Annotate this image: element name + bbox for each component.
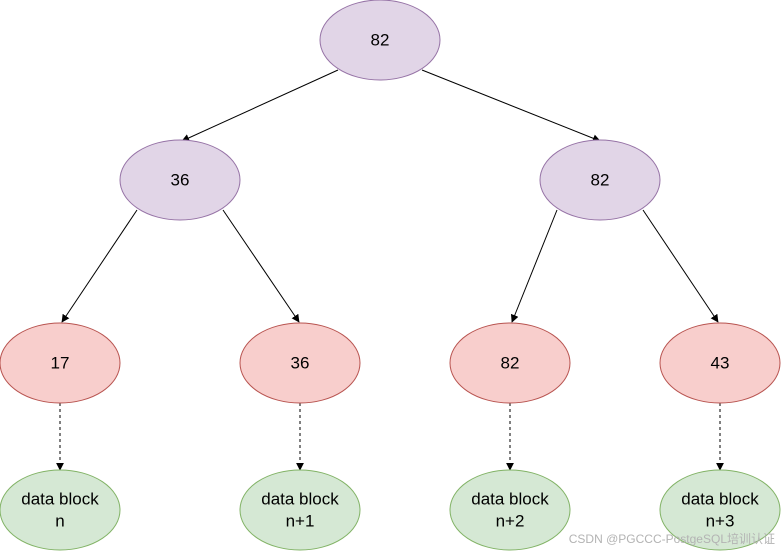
edge-root-to-left xyxy=(181,69,339,142)
watermark-text: CSDN @PGCCC-PostgeSQL培训认证 xyxy=(568,532,775,546)
edge-left-to-leaf-2 xyxy=(222,209,300,323)
edge-right-to-leaf-3 xyxy=(510,209,558,323)
leaf-node-1: 17 xyxy=(0,322,121,404)
data-block-3: data block n+2 xyxy=(449,469,571,551)
root-node: 82 xyxy=(319,0,441,81)
leaf-node-3-label: 82 xyxy=(501,354,520,373)
data-block-4: data block n+3 xyxy=(659,469,781,551)
data-block-1-line1: data block xyxy=(21,490,99,509)
data-block-2-line2: n+1 xyxy=(286,512,315,531)
leaf-node-3: 82 xyxy=(449,322,571,404)
edge-root-to-right xyxy=(421,69,601,143)
leaf-node-1-label: 17 xyxy=(51,354,70,373)
internal-node-right-label: 82 xyxy=(591,171,610,190)
leaf-node-4-label: 43 xyxy=(711,354,730,373)
internal-node-right: 82 xyxy=(539,139,661,221)
root-node-label: 82 xyxy=(371,31,390,50)
data-block-2-line1: data block xyxy=(261,490,339,509)
data-block-3-line1: data block xyxy=(471,490,549,509)
edge-right-to-leaf-4 xyxy=(642,209,719,323)
leaf-node-2-label: 36 xyxy=(291,354,310,373)
internal-node-left: 36 xyxy=(119,139,241,221)
data-block-1-line2: n xyxy=(55,512,64,531)
data-block-3-line2: n+2 xyxy=(496,512,525,531)
edge-left-to-leaf-1 xyxy=(61,209,138,323)
leaf-node-4: 43 xyxy=(659,322,781,404)
data-block-4-line2: n+3 xyxy=(706,512,735,531)
data-block-2: data block n+1 xyxy=(239,469,361,551)
data-block-4-line1: data block xyxy=(681,490,759,509)
data-block-1: data block n xyxy=(0,469,121,551)
internal-node-left-label: 36 xyxy=(171,171,190,190)
leaf-node-2: 36 xyxy=(239,322,361,404)
